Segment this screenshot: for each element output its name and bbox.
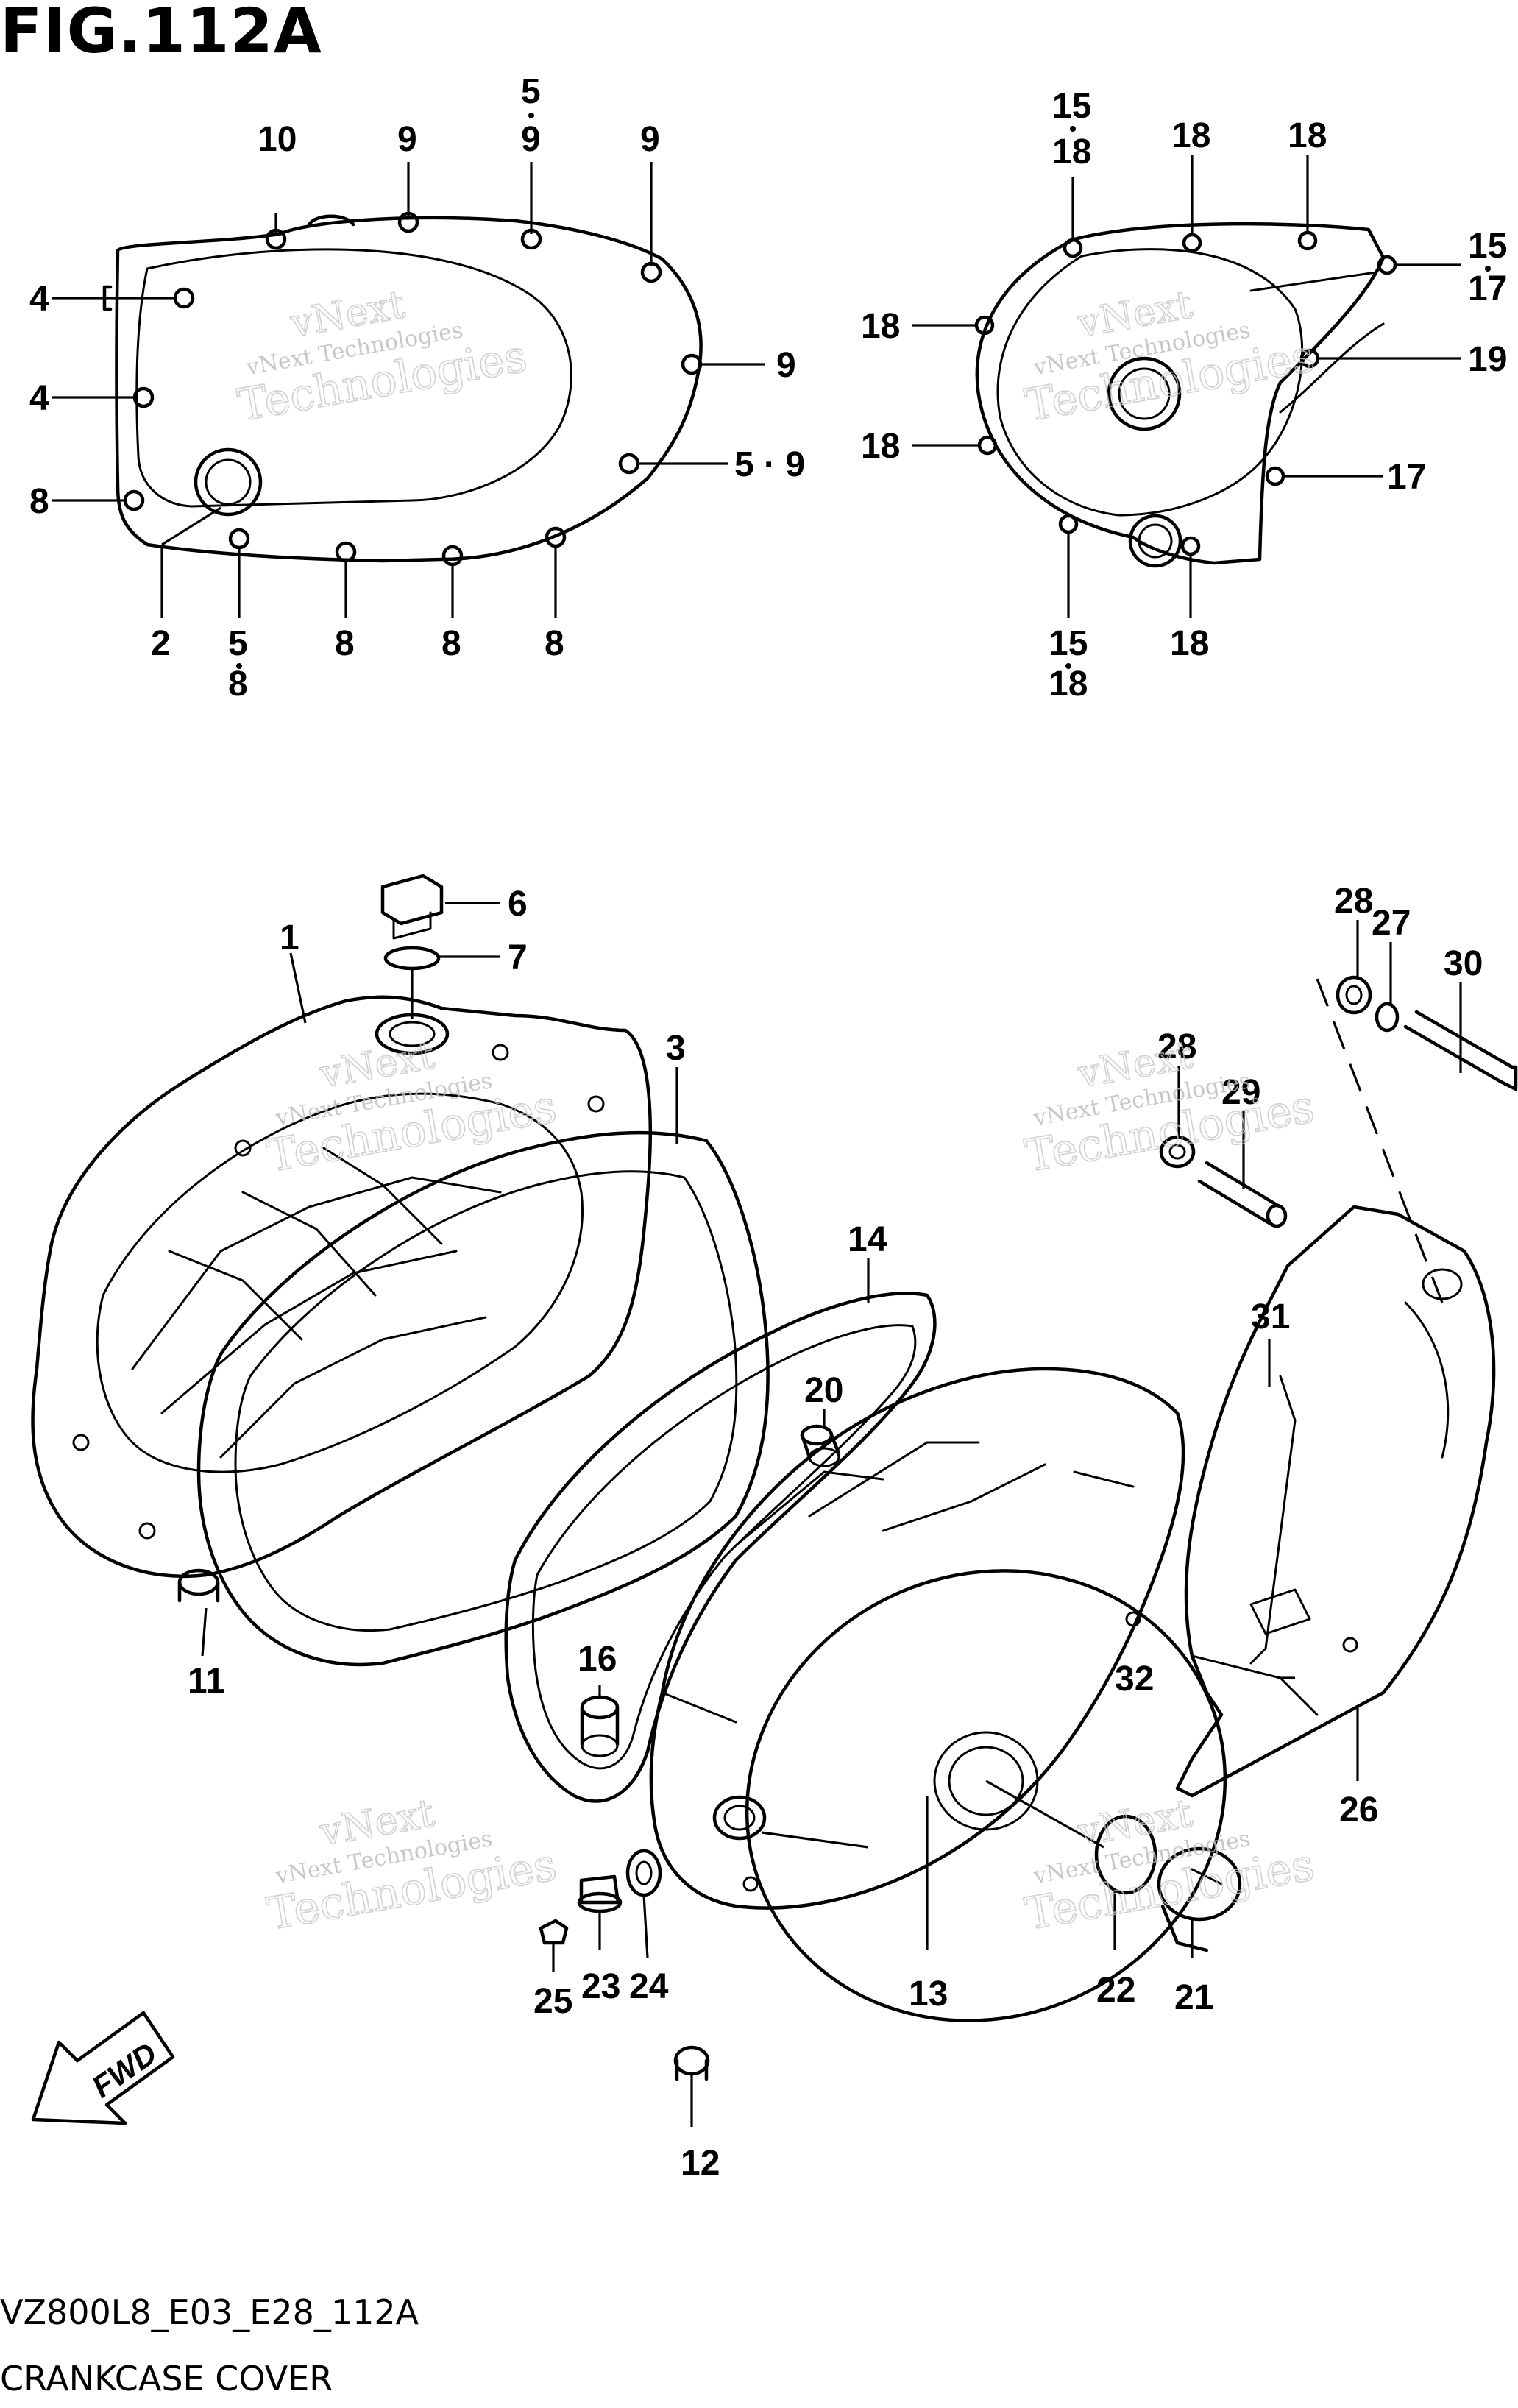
- dot-separator-icon: [1485, 266, 1491, 272]
- callout-9-b: 9: [640, 120, 660, 159]
- callout-15-18-bot-a: 15: [1049, 624, 1088, 663]
- bolt-part30: [1403, 1010, 1518, 1091]
- callout-18-c: 18: [861, 307, 900, 346]
- callout-labels: 10 9 5 9 9 4 4 8 9 5 · 9 2 5 8 8 8 8 15 …: [29, 72, 1507, 2183]
- callout-18-e: 18: [1170, 624, 1209, 663]
- callout-30: 30: [1444, 944, 1483, 983]
- plug-part23: [577, 1874, 623, 1913]
- callout-16: 16: [578, 1640, 617, 1679]
- grommet-part28-upper: [1336, 975, 1372, 1015]
- callout-15-17-b: 17: [1468, 269, 1507, 308]
- callout-24: 24: [629, 1967, 669, 2006]
- callout-2: 2: [151, 624, 171, 663]
- callout-29: 29: [1221, 1073, 1260, 1112]
- gasket-part24: [625, 1849, 662, 1897]
- callout-32: 32: [1115, 1660, 1154, 1699]
- dot-separator-icon: [236, 663, 242, 669]
- callout-13: 13: [909, 1975, 948, 2014]
- callout-15-17-a: 15: [1468, 227, 1507, 266]
- callout-1: 1: [280, 918, 299, 957]
- dot-separator-icon: [1065, 663, 1071, 669]
- gasket-part3: [196, 1130, 770, 1667]
- callout-17: 17: [1387, 458, 1426, 497]
- callout-31: 31: [1251, 1297, 1290, 1336]
- watermark-d: vNext vNext Technologies Technologies: [1021, 1033, 1319, 1183]
- watermark-f: vNext vNext Technologies Technologies: [1021, 1791, 1319, 1941]
- figure-title: FIG.112A: [0, 0, 322, 67]
- callout-5-9-right: 5 · 9: [734, 445, 805, 484]
- model-code: VZ800L8_E03_E28_112A: [0, 2292, 419, 2332]
- callout-15-18-top-a: 15: [1052, 87, 1091, 126]
- callout-14: 14: [848, 1220, 887, 1259]
- callout-11: 11: [188, 1662, 225, 1701]
- callout-12: 12: [681, 2144, 720, 2183]
- dot-separator-icon: [1070, 126, 1076, 132]
- callout-8-d: 8: [545, 624, 564, 663]
- callout-21: 21: [1174, 1978, 1213, 2017]
- callout-6: 6: [508, 885, 528, 924]
- plug-part21: [1157, 1846, 1242, 1952]
- callout-18-d: 18: [861, 427, 900, 466]
- callout-8-a: 8: [29, 482, 49, 521]
- callout-27: 27: [1372, 904, 1411, 943]
- plug-part12: [673, 2045, 710, 2081]
- crankcase-cover-left-part1: [31, 995, 652, 1603]
- washer-part27: [1375, 1002, 1400, 1033]
- callout-8-c: 8: [441, 624, 461, 663]
- callout-8-b: 8: [335, 624, 355, 663]
- callout-15-18-bot-b: 18: [1049, 665, 1088, 704]
- callout-10: 10: [258, 120, 297, 159]
- callout-25: 25: [533, 1982, 572, 2021]
- callout-5-9-top-b: 9: [521, 120, 541, 159]
- callout-26: 26: [1339, 1791, 1378, 1830]
- leader-lines: [52, 155, 1462, 2127]
- grommet-part28-lower: [1159, 1135, 1196, 1169]
- filler-cap-opening: [194, 447, 263, 517]
- o-ring-part22: [1094, 1814, 1157, 1895]
- callout-5-8-a: 5: [228, 624, 248, 663]
- dowel-pin-part20: [800, 1424, 841, 1467]
- cover-part26-31: [1175, 1205, 1496, 1798]
- callout-18-a: 18: [1171, 116, 1210, 155]
- fwd-arrow-icon: FWD: [31, 2011, 175, 2125]
- section-name: CRANKCASE COVER: [0, 2359, 333, 2398]
- plug-part25: [539, 1919, 569, 1945]
- callout-28-b: 28: [1157, 1027, 1196, 1066]
- dowel-pin-part16: [580, 1695, 620, 1757]
- gasket-part14: [504, 1292, 937, 1803]
- callout-22: 22: [1096, 1971, 1135, 2010]
- o-ring-part7: [383, 946, 441, 971]
- callout-3: 3: [666, 1029, 686, 1068]
- callout-5-8-b: 8: [228, 665, 248, 704]
- watermark-e: vNext vNext Technologies Technologies: [263, 1791, 561, 1941]
- callout-20: 20: [804, 1371, 843, 1410]
- watermark-c: vNext vNext Technologies Technologies: [263, 1033, 561, 1183]
- dot-separator-icon: [528, 113, 534, 118]
- callout-4-a: 4: [29, 280, 49, 319]
- callout-9-c: 9: [776, 346, 796, 385]
- callout-9-a: 9: [397, 120, 417, 159]
- watermark-a: vNext vNext Technologies Technologies: [233, 283, 531, 433]
- oil-filler-cap-part6: [380, 874, 444, 940]
- callout-18-b: 18: [1288, 116, 1327, 155]
- callout-15-18-top-b: 18: [1052, 132, 1091, 171]
- callout-4-b: 4: [29, 379, 49, 418]
- callout-19: 19: [1468, 340, 1507, 379]
- callout-28-a: 28: [1334, 882, 1373, 921]
- callout-23: 23: [581, 1967, 620, 2006]
- callout-5-9-top-a: 5: [521, 72, 541, 111]
- callout-7: 7: [508, 938, 528, 977]
